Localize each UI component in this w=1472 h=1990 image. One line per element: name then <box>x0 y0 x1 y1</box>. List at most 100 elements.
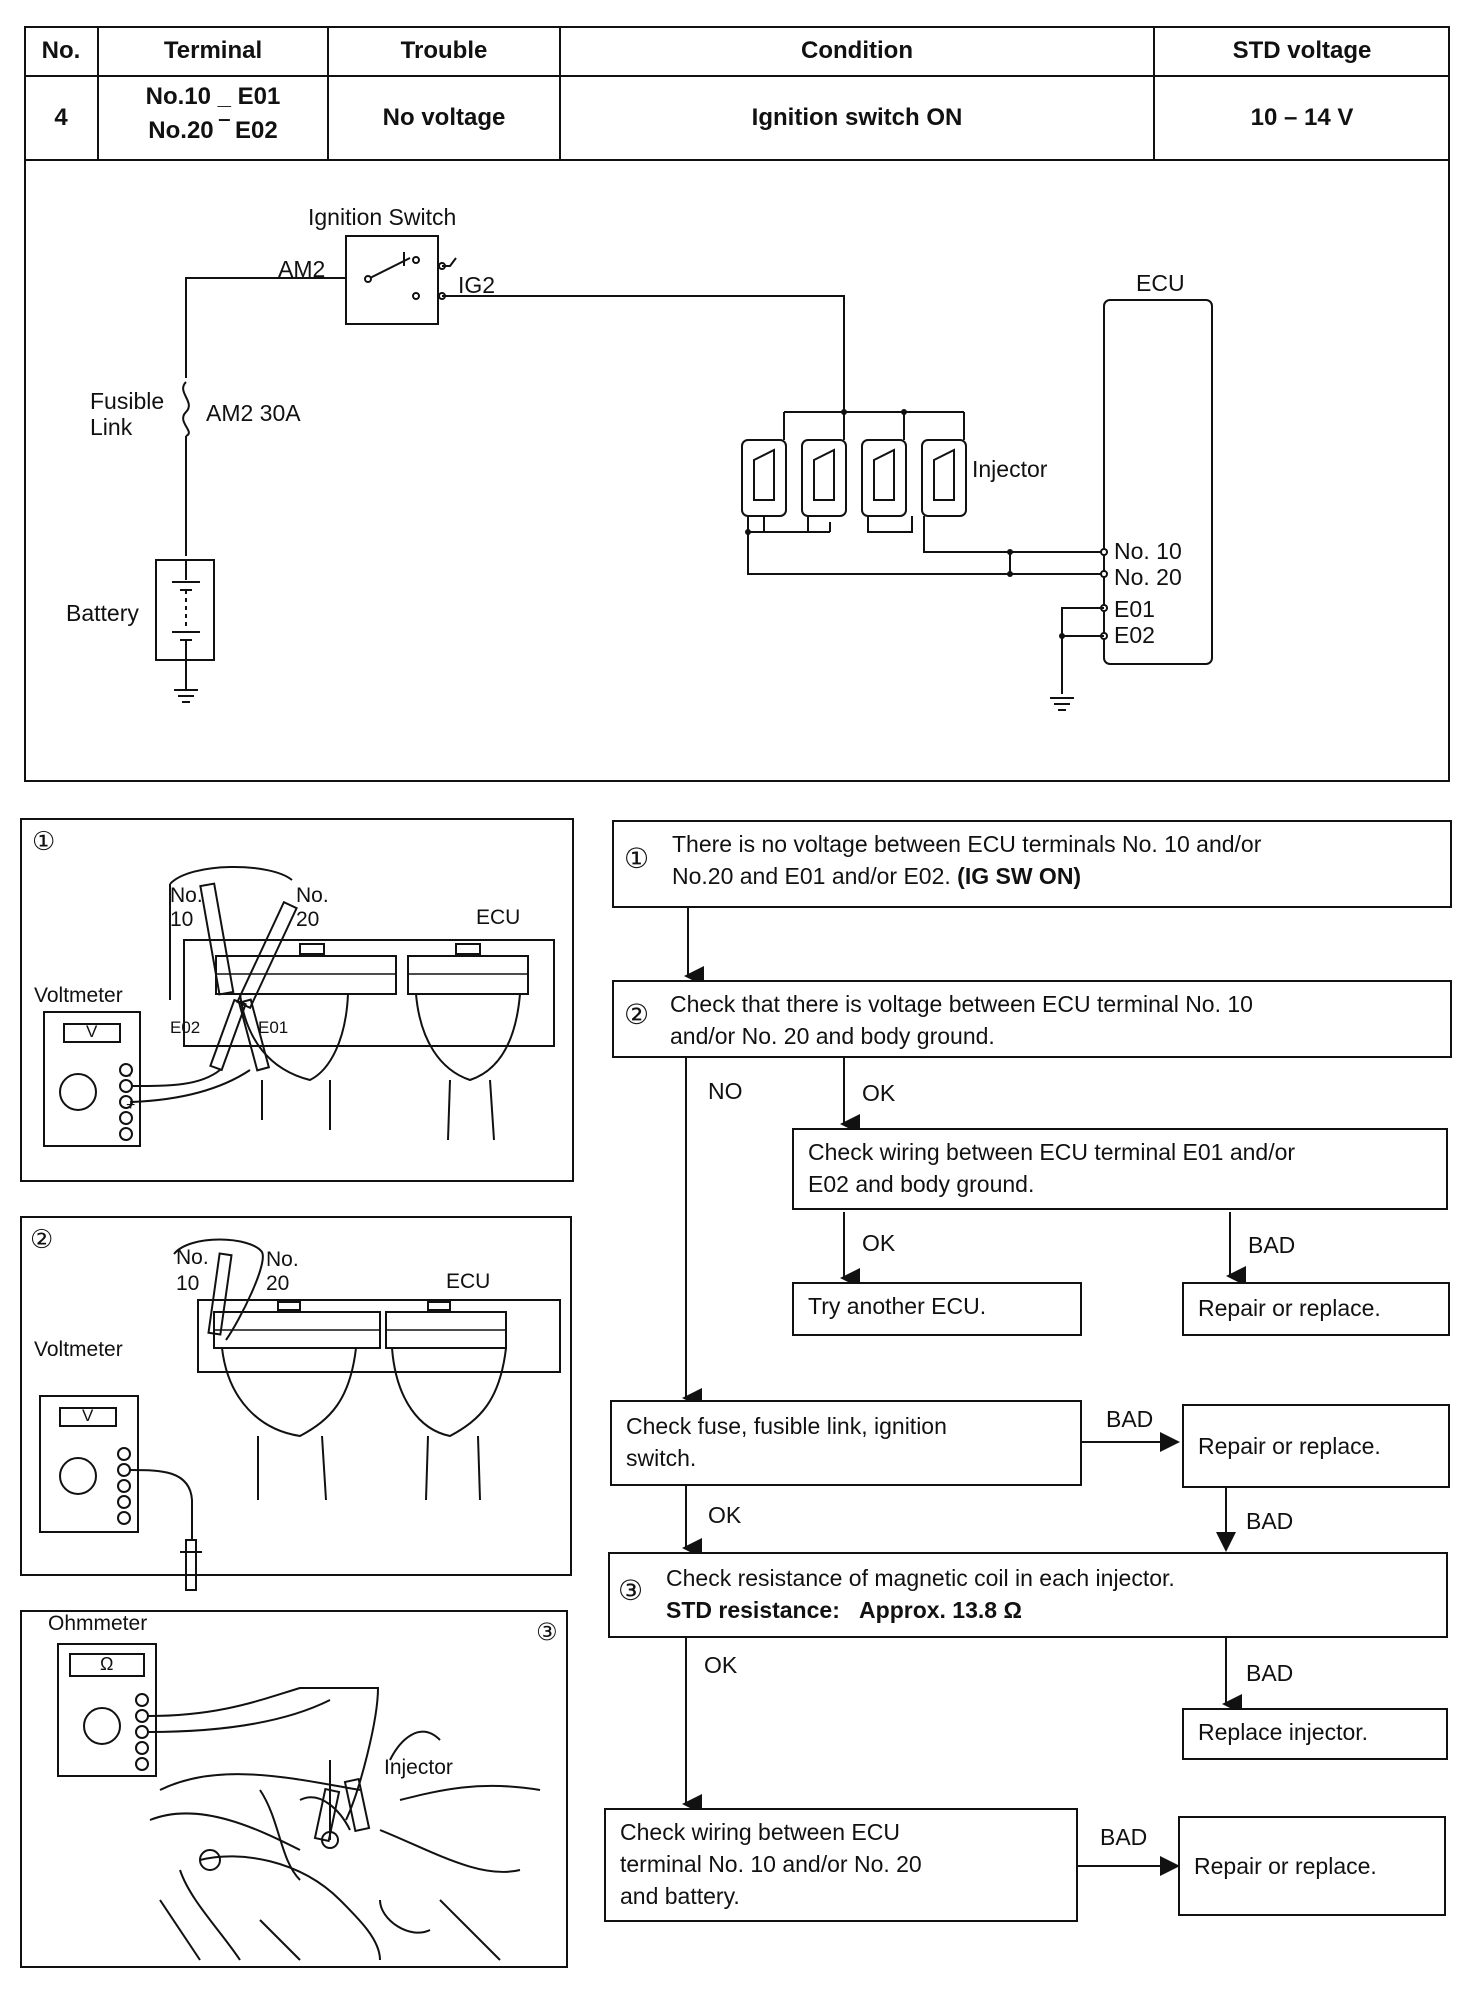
step1-line1: There is no voltage between ECU terminal… <box>672 831 1262 857</box>
fig3-ohmmeter: Ohmmeter <box>48 1612 148 1635</box>
fig1-no20-b: 20 <box>296 908 320 931</box>
header-terminal: Terminal <box>163 37 263 64</box>
row-trouble: No voltage <box>382 104 506 131</box>
step2-box: Check that there is voltage between ECU … <box>612 980 1452 1058</box>
am2-label: AM2 <box>278 256 326 282</box>
fig1-ecu: ECU <box>476 906 521 929</box>
label-bad-3: BAD <box>1246 1508 1294 1534</box>
terminal-line-1: No.10 _ E01 <box>145 83 281 110</box>
check-ground-line2: E02 and body ground. <box>808 1171 1035 1197</box>
ig2-label: IG2 <box>458 272 496 298</box>
fig2-no10-b: 10 <box>176 1272 200 1295</box>
step1-line2: No.20 and E01 and/or E02. (IG SW ON) <box>672 860 1436 892</box>
check-battery-line2: terminal No. 10 and/or No. 20 <box>620 1851 922 1877</box>
fig3-meter-unit: Ω <box>100 1654 114 1674</box>
fig3-injector: Injector <box>384 1756 453 1779</box>
figure-1 <box>20 818 574 1182</box>
fig2-no20-b: 20 <box>266 1272 290 1295</box>
terminal-no10: No. 10 <box>1114 538 1182 564</box>
fig1-number: ① <box>32 826 56 856</box>
repair1-text: Repair or replace. <box>1198 1295 1381 1321</box>
check-ground-box: Check wiring between ECU terminal E01 an… <box>792 1128 1448 1210</box>
row-condition: Ignition switch ON <box>751 104 963 131</box>
step2-number: ② <box>624 999 650 1030</box>
label-ok-2: OK <box>862 1230 896 1256</box>
label-bad-1: BAD <box>1248 1232 1296 1258</box>
fig1-no10-b: 10 <box>170 908 194 931</box>
fig2-meter-unit: V <box>82 1406 94 1425</box>
row-no: 4 <box>54 104 68 131</box>
fusible-label-2: Link <box>90 414 133 440</box>
fig2-number: ② <box>30 1224 54 1254</box>
fig1-voltmeter: Voltmeter <box>34 984 123 1007</box>
terminal-line-2: No.20 ‾ E02 <box>148 117 278 144</box>
check-fuse-box: Check fuse, fusible link, ignition switc… <box>610 1400 1082 1486</box>
fig1-no10-a: No. <box>170 884 203 907</box>
label-ok-4: OK <box>704 1652 738 1678</box>
injector-label: Injector <box>972 456 1048 482</box>
step3-box: Check resistance of magnetic coil in eac… <box>608 1552 1448 1638</box>
repair1-box: Repair or replace. <box>1182 1282 1450 1336</box>
ignition-switch-label: Ignition Switch <box>308 204 457 230</box>
step1-number: ① <box>624 843 650 874</box>
ecu-label: ECU <box>1136 270 1185 296</box>
step1-line2-bold: (IG SW ON) <box>957 863 1082 889</box>
header-std-voltage: STD voltage <box>1232 37 1372 64</box>
header-no: No. <box>41 37 81 64</box>
terminal-no20: No. 20 <box>1114 564 1182 590</box>
row-std-voltage: 10 – 14 V <box>1250 104 1354 131</box>
step1-line2-text: No.20 and E01 and/or E02. <box>672 863 958 889</box>
label-no: NO <box>708 1078 743 1104</box>
header-trouble: Trouble <box>400 37 488 64</box>
fig1-no20-a: No. <box>296 884 329 907</box>
step2-line2: and/or No. 20 and body ground. <box>670 1023 995 1049</box>
repair2-box: Repair or replace. <box>1182 1404 1450 1488</box>
terminal-e02: E02 <box>1114 622 1155 648</box>
replace-injector-text: Replace injector. <box>1198 1719 1369 1745</box>
step3-std-value: Approx. 13.8 Ω <box>859 1597 1022 1623</box>
svg-text:-: - <box>126 1067 131 1084</box>
check-battery-line3: and battery. <box>620 1883 740 1909</box>
repair2-text: Repair or replace. <box>1198 1433 1381 1459</box>
fig1-meter-unit: V <box>86 1022 98 1041</box>
terminal-e01: E01 <box>1114 596 1155 622</box>
fig2-no10-a: No. <box>176 1246 209 1269</box>
fig1-e02: E02 <box>170 1018 201 1037</box>
check-battery-line1: Check wiring between ECU <box>620 1819 900 1845</box>
label-ok-1: OK <box>862 1080 896 1106</box>
check-fuse-line2: switch. <box>626 1445 697 1471</box>
label-bad-4: BAD <box>1246 1660 1294 1686</box>
repair3-box: Repair or replace. <box>1178 1816 1446 1916</box>
fusible-label-1: Fusible <box>90 388 165 414</box>
fig1-e01: E01 <box>258 1018 289 1037</box>
row-terminal: No.10 _ E01 No.20 ‾ E02 <box>98 80 328 158</box>
fig2-voltmeter: Voltmeter <box>34 1338 123 1361</box>
check-battery-box: Check wiring between ECU terminal No. 10… <box>604 1808 1078 1922</box>
try-ecu-box: Try another ECU. <box>792 1282 1082 1336</box>
step3-line2: STD resistance: Approx. 13.8 Ω <box>666 1594 1432 1626</box>
step1-box: There is no voltage between ECU terminal… <box>612 820 1452 908</box>
step3-line1: Check resistance of magnetic coil in eac… <box>666 1565 1175 1591</box>
header-condition: Condition <box>801 37 913 64</box>
figure-3 <box>20 1610 568 1968</box>
step2-line1: Check that there is voltage between ECU … <box>670 991 1253 1017</box>
repair3-text: Repair or replace. <box>1194 1853 1377 1879</box>
fig3-number: ③ <box>536 1619 558 1646</box>
step3-number: ③ <box>618 1575 644 1606</box>
fig2-ecu: ECU <box>446 1270 491 1293</box>
svg-text:+: + <box>126 1097 135 1114</box>
label-bad-2: BAD <box>1106 1406 1154 1432</box>
step3-std-label: STD resistance: <box>666 1597 840 1623</box>
replace-injector-box: Replace injector. <box>1182 1708 1448 1760</box>
label-ok-3: OK <box>708 1502 742 1528</box>
battery-label: Battery <box>66 600 139 626</box>
check-fuse-line1: Check fuse, fusible link, ignition <box>626 1413 947 1439</box>
label-bad-5: BAD <box>1100 1824 1148 1850</box>
check-ground-line1: Check wiring between ECU terminal E01 an… <box>808 1139 1296 1165</box>
